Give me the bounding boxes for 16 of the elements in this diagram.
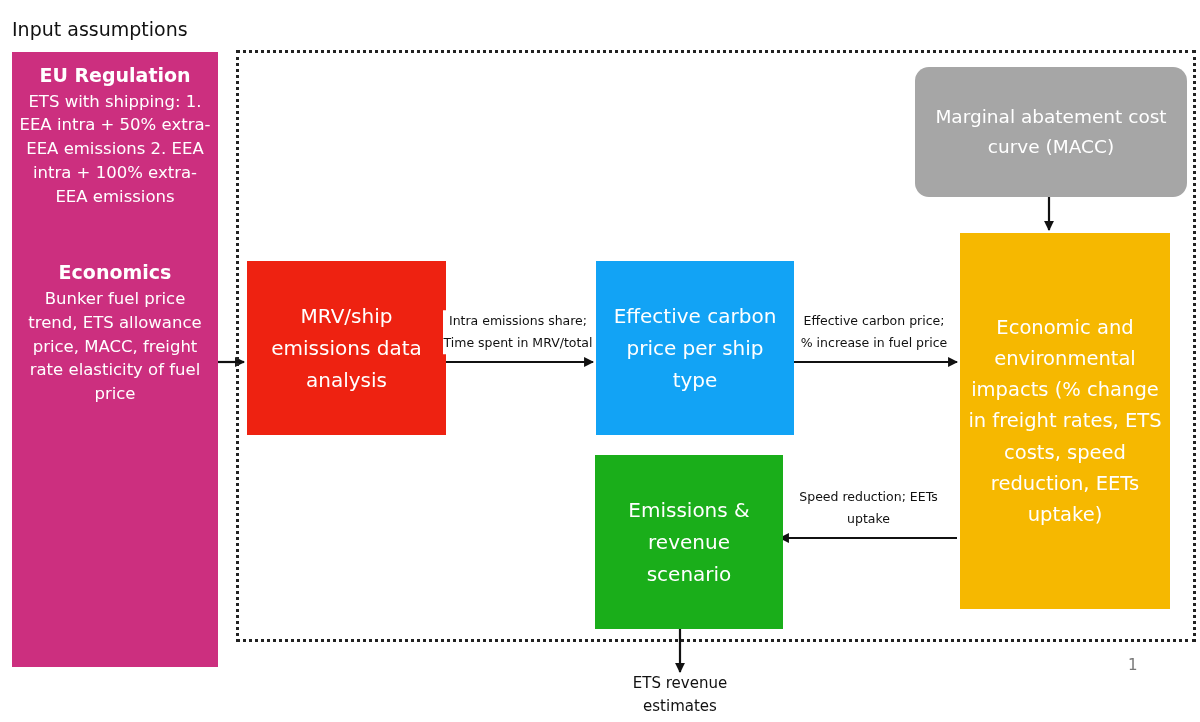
process-box: Effective carbon price per ship type <box>596 261 794 435</box>
output-text: ETS revenue estimates <box>600 672 760 718</box>
process-box: MRV/ship emissions data analysis <box>247 261 446 435</box>
panel-text: ETS with shipping: 1. EEA intra + 50% extra-EEA emissions 2. EEA intra + 100% extra-EEA emissions <box>18 90 212 209</box>
process-box: Marginal abatement cost curve (MACC) <box>915 67 1187 197</box>
section-heading: Input assumptions <box>12 18 188 40</box>
page-number: 1 <box>1128 656 1138 674</box>
arrow <box>1044 194 1054 231</box>
panel-heading: Economics <box>58 260 172 286</box>
process-box: Emissions & revenue scenario <box>595 455 783 629</box>
arrow <box>218 357 245 367</box>
panel-text: Bunker fuel price trend, ETS allowance price, MACC, freight rate elasticity of fuel price <box>27 287 203 406</box>
dotted-frame <box>236 50 1196 642</box>
panel-heading: EU Regulation <box>39 63 191 88</box>
edge-label: Intra emissions share; Time spent in MRV/total <box>443 310 593 354</box>
process-box: Economic and environmental impacts (% change in freight rates, ETS costs, speed reduction, EETs uptake) <box>960 233 1170 609</box>
